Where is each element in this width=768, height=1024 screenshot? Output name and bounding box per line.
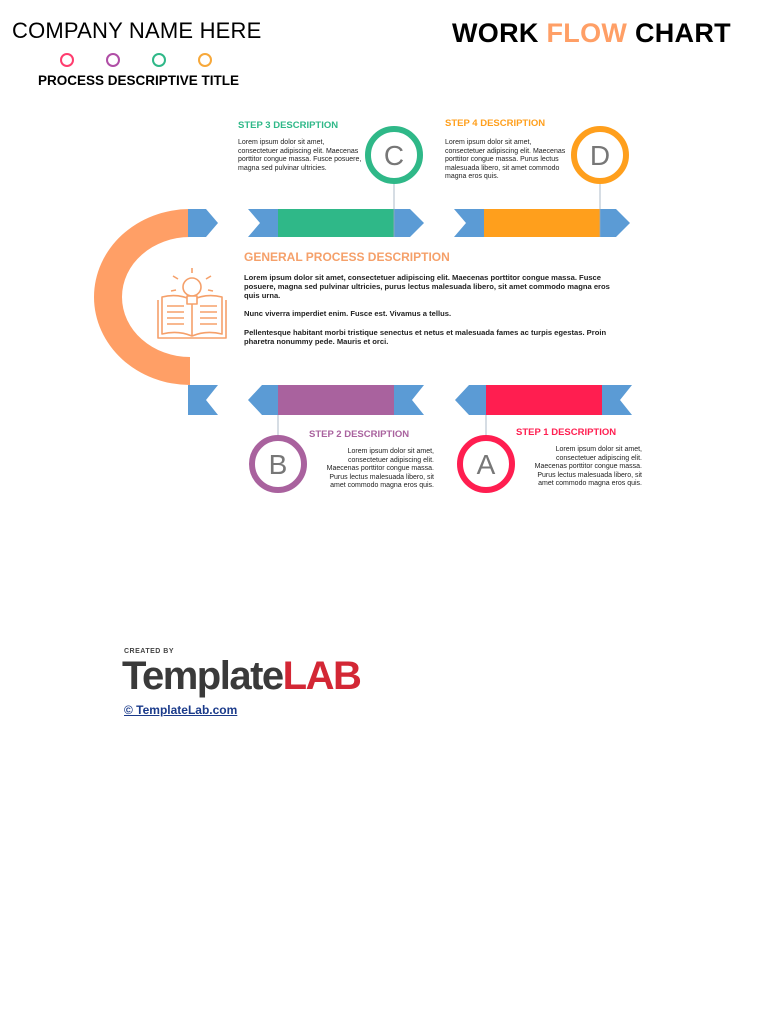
- step-d-letter: D: [590, 140, 610, 171]
- step-b-letter: B: [269, 449, 288, 480]
- step-a-bar: [455, 385, 632, 415]
- step-1-text: Lorem ipsum dolor sit amet, consectetuer…: [534, 446, 642, 487]
- workflow-diagram: C D B A: [94, 126, 632, 493]
- step-d-circle: [571, 126, 629, 184]
- dot-pink-icon: [60, 53, 74, 67]
- templatelab-link[interactable]: © TemplateLab.com: [124, 703, 238, 717]
- step-b-fill: [278, 385, 394, 415]
- general-process-title: GENERAL PROCESS DESCRIPTION: [244, 250, 450, 264]
- chart-title-flow: FLOW: [546, 18, 628, 48]
- chart-title: WORK FLOW CHART: [452, 18, 731, 49]
- general-para-1: Lorem ipsum dolor sit amet, consectetuer…: [244, 273, 610, 300]
- company-name: COMPANY NAME HERE: [12, 18, 262, 43]
- book-lightbulb-icon: [157, 268, 227, 339]
- step-a-fill: [486, 385, 602, 415]
- logo-created-by: CREATED BY: [124, 648, 174, 655]
- step-a-circle: [457, 435, 515, 493]
- step-c-fill: [278, 209, 394, 237]
- chart-title-chart: CHART: [627, 18, 731, 48]
- step-a-letter: A: [477, 449, 496, 480]
- dot-green-icon: [152, 53, 166, 67]
- logo-lab-text: LAB: [282, 654, 362, 698]
- step-d-fill: [484, 209, 600, 237]
- chart-title-work: WORK: [452, 18, 547, 48]
- decorative-dots: [60, 53, 220, 69]
- logo-template-text: Template: [122, 654, 284, 698]
- step-3-text: Lorem ipsum dolor sit amet, consectetuer…: [238, 139, 362, 172]
- step-b-bar: [248, 385, 424, 415]
- dot-purple-icon: [106, 53, 120, 67]
- templatelab-logo: TemplateLAB: [122, 654, 362, 699]
- step-c-letter: C: [384, 140, 404, 171]
- step-c-bar: [248, 209, 424, 237]
- process-title: PROCESS DESCRIPTIVE TITLE: [38, 73, 240, 88]
- step-b-circle: [249, 435, 307, 493]
- dot-orange-icon: [198, 53, 212, 67]
- arc-bottom-cap: [188, 385, 218, 415]
- step-c-circle: [365, 126, 423, 184]
- arc-top-cap: [188, 209, 218, 237]
- step-4-text: Lorem ipsum dolor sit amet, consectetuer…: [445, 139, 566, 180]
- general-para-3: Pellentesque habitant morbi tristique se…: [244, 328, 607, 346]
- process-arc: [94, 209, 190, 385]
- general-para-2: Nunc viverra imperdiet enim. Fusce est. …: [244, 309, 452, 318]
- step-d-bar: [454, 209, 630, 237]
- step-2-text: Lorem ipsum dolor sit amet, consectetuer…: [326, 448, 434, 489]
- step-2-title: STEP 2 DESCRIPTION: [309, 429, 410, 440]
- step-4-title: STEP 4 DESCRIPTION: [445, 118, 546, 129]
- step-1-title: STEP 1 DESCRIPTION: [516, 427, 617, 438]
- step-3-title: STEP 3 DESCRIPTION: [238, 120, 339, 131]
